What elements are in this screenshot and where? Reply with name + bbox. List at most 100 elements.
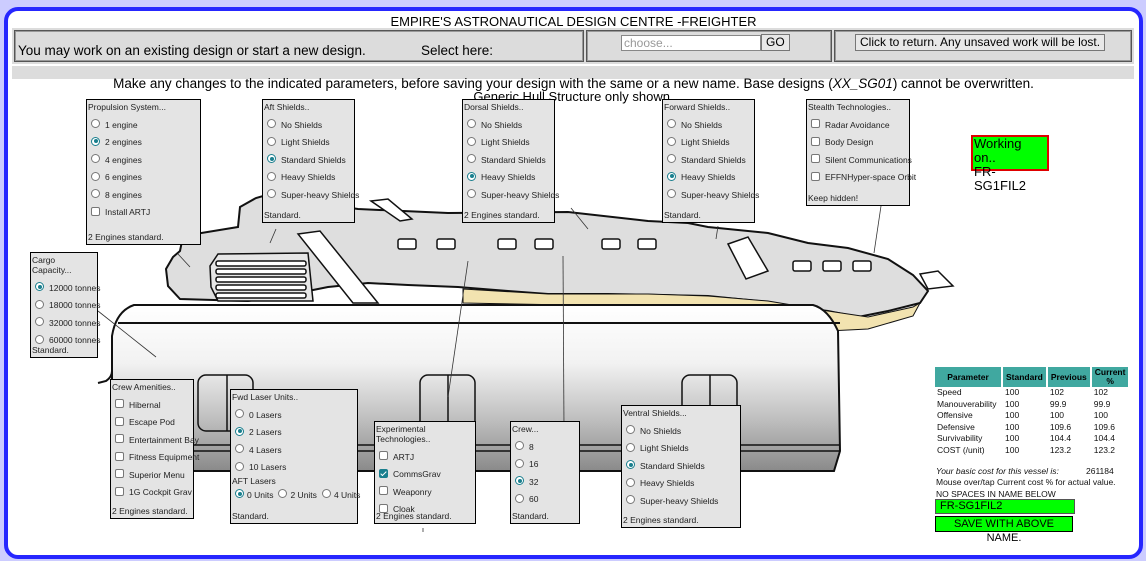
checkbox-artj[interactable]: ARTJ xyxy=(376,448,475,466)
radio-4-lasers[interactable]: 4 Lasers xyxy=(232,441,357,459)
radio-icon[interactable] xyxy=(626,477,635,487)
checkbox-icon[interactable] xyxy=(811,119,820,129)
radio-8-engines[interactable]: 8 engines xyxy=(88,186,200,204)
checkbox-icon[interactable] xyxy=(115,486,124,496)
radio-icon[interactable] xyxy=(35,317,44,327)
radio-icon[interactable] xyxy=(667,136,676,146)
radio-icon[interactable] xyxy=(267,189,276,199)
radio-icon[interactable] xyxy=(467,136,476,146)
checkbox-icon[interactable] xyxy=(379,451,388,461)
checkbox-hibernal[interactable]: Hibernal xyxy=(112,396,193,414)
radio-icon[interactable] xyxy=(235,444,244,454)
radio-icon[interactable] xyxy=(515,458,524,468)
radio-18000-tonnes[interactable]: 18000 tonnes xyxy=(32,297,101,315)
radio-10-lasers[interactable]: 10 Lasers xyxy=(232,459,357,477)
radio-selected-icon[interactable] xyxy=(626,460,635,470)
radio-icon[interactable] xyxy=(626,442,635,452)
radio-0-lasers[interactable]: 0 Lasers xyxy=(232,406,357,424)
current-value[interactable]: 104.4 xyxy=(1093,433,1116,444)
radio-icon[interactable] xyxy=(626,495,635,505)
radio-super-heavy-shields[interactable]: Super-heavy Shields xyxy=(464,186,559,204)
radio-selected-icon[interactable] xyxy=(515,476,524,486)
checkbox-entertainment-bay[interactable]: Entertainment Bay xyxy=(112,431,199,449)
radio-light-shields[interactable]: Light Shields xyxy=(623,440,740,458)
checkbox-cloak[interactable]: Cloak xyxy=(376,501,475,519)
save-button[interactable]: SAVE WITH ABOVE NAME. xyxy=(935,516,1073,544)
radio-2-lasers[interactable]: 2 Lasers xyxy=(232,424,357,442)
radio-1-engine[interactable]: 1 engine xyxy=(88,116,200,134)
checkbox-superior-menu[interactable]: Superior Menu xyxy=(112,466,193,484)
radio-icon[interactable] xyxy=(626,425,635,435)
radio-super-heavy-shields[interactable]: Super-heavy Shields xyxy=(623,492,740,510)
radio-standard-shields[interactable]: Standard Shields xyxy=(623,457,740,475)
design-select-input[interactable]: choose... xyxy=(621,35,761,51)
radio-heavy-shields[interactable]: Heavy Shields xyxy=(623,475,740,493)
current-value[interactable]: 102 xyxy=(1093,387,1108,397)
radio-12000-tonnes[interactable]: 12000 tonnes xyxy=(32,279,101,297)
radio-icon[interactable] xyxy=(35,299,44,309)
radio-no-shields[interactable]: No Shields xyxy=(623,422,740,440)
radio-aft-2-units[interactable] xyxy=(278,489,288,498)
radio-heavy-shields[interactable]: Heavy Shields xyxy=(464,169,554,187)
radio-icon[interactable] xyxy=(267,136,276,146)
radio-aft-0-units[interactable] xyxy=(235,489,244,498)
checkbox-icon[interactable] xyxy=(115,469,124,479)
checkbox-icon[interactable] xyxy=(811,136,820,146)
current-value[interactable]: 109.6 xyxy=(1093,421,1116,432)
checkbox-icon[interactable] xyxy=(91,206,100,216)
radio-icon[interactable] xyxy=(267,119,276,129)
radio-light-shields[interactable]: Light Shields xyxy=(264,134,354,152)
checkbox-fitness-equipment[interactable]: Fitness Equipment xyxy=(112,449,199,467)
radio-4-engines[interactable]: 4 engines xyxy=(88,151,200,169)
current-value[interactable]: 99.9 xyxy=(1093,398,1111,409)
radio-32000-tonnes[interactable]: 32000 tonnes xyxy=(32,314,101,332)
checkbox-weaponry[interactable]: Weaponry xyxy=(376,483,475,501)
checkbox-icon[interactable] xyxy=(115,416,124,426)
radio-60000-tonnes[interactable]: 60000 tonnes xyxy=(32,332,101,350)
return-button[interactable]: Click to return. Any unsaved work will b… xyxy=(855,34,1106,51)
checkbox-install-artj[interactable]: Install ARTJ xyxy=(88,204,200,222)
radio-icon[interactable] xyxy=(515,441,524,451)
radio-no-shields[interactable]: No Shields xyxy=(464,116,554,134)
radio-super-heavy-shields[interactable]: Super-heavy Shields xyxy=(664,186,759,204)
checkbox-hyperspace-orbit[interactable]: EFFNHyper-space Orbit xyxy=(808,169,916,187)
radio-2-engines[interactable]: 2 engines xyxy=(88,134,200,152)
checkbox-icon[interactable] xyxy=(811,171,820,181)
radio-selected-icon[interactable] xyxy=(267,154,276,164)
radio-icon[interactable] xyxy=(91,171,100,181)
radio-icon[interactable] xyxy=(235,409,244,419)
radio-icon[interactable] xyxy=(515,493,524,503)
radio-icon[interactable] xyxy=(667,154,676,164)
design-name-input[interactable]: FR-SG1FIL2 xyxy=(935,499,1075,514)
radio-icon[interactable] xyxy=(467,154,476,164)
checkbox-icon[interactable] xyxy=(115,399,124,409)
checkbox-icon[interactable] xyxy=(379,486,388,496)
current-value[interactable]: 123.2 xyxy=(1093,444,1116,455)
go-button[interactable]: GO xyxy=(761,34,790,51)
checkbox-icon[interactable] xyxy=(379,503,388,513)
radio-crew-32[interactable]: 32 xyxy=(512,473,579,491)
radio-crew-60[interactable]: 60 xyxy=(512,491,579,509)
checkbox-radar-avoidance[interactable]: Radar Avoidance xyxy=(808,116,909,134)
radio-selected-icon[interactable] xyxy=(235,426,244,436)
radio-heavy-shields[interactable]: Heavy Shields xyxy=(264,169,354,187)
radio-aft-4-units[interactable] xyxy=(321,489,331,498)
checkbox-icon[interactable] xyxy=(115,434,124,444)
radio-icon[interactable] xyxy=(667,189,676,199)
checkbox-body-design[interactable]: Body Design xyxy=(808,134,909,152)
radio-icon[interactable] xyxy=(91,189,100,199)
radio-icon[interactable] xyxy=(467,119,476,129)
radio-selected-icon[interactable] xyxy=(35,282,44,292)
checkbox-icon[interactable] xyxy=(811,154,820,164)
current-value[interactable]: 100 xyxy=(1093,410,1108,421)
checkbox-silent-communications[interactable]: Silent Communications xyxy=(808,151,912,169)
radio-super-heavy-shields[interactable]: Super-heavy Shields xyxy=(264,186,359,204)
radio-icon[interactable] xyxy=(667,119,676,129)
radio-icon[interactable] xyxy=(267,171,276,181)
checkbox-icon[interactable] xyxy=(115,451,124,461)
radio-icon[interactable] xyxy=(91,119,100,129)
radio-standard-shields[interactable]: Standard Shields xyxy=(464,151,554,169)
radio-icon[interactable] xyxy=(235,461,244,471)
radio-icon[interactable] xyxy=(91,154,100,164)
radio-selected-icon[interactable] xyxy=(667,171,676,181)
